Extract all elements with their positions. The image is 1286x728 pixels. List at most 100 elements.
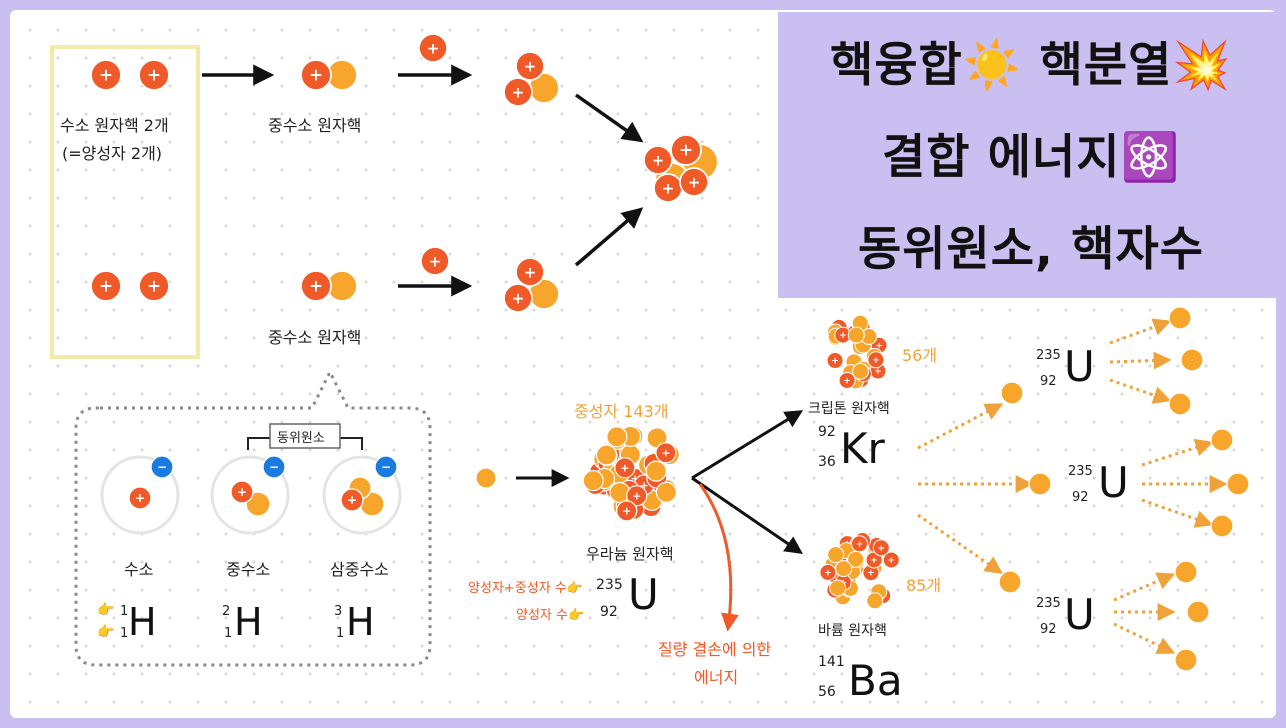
neutron <box>1187 601 1209 623</box>
plus-sign: + <box>874 367 882 377</box>
atomic-number-note: 양성자 수👉 <box>516 604 584 623</box>
plus-sign: + <box>867 569 875 579</box>
plus-sign: + <box>135 491 145 505</box>
neutron <box>1169 307 1191 329</box>
plus-sign: + <box>824 568 832 578</box>
tritium-atomic-number: 1 <box>336 626 344 641</box>
tritium-mass-number: 3 <box>334 604 342 619</box>
plus-sign: + <box>688 173 701 191</box>
neutron <box>646 461 666 481</box>
neutron <box>1175 649 1197 671</box>
isotope-group-label: 동위원소 <box>277 427 325 446</box>
title-line-3: 동위원소, 핵자수 <box>778 210 1284 279</box>
neutron <box>607 427 627 447</box>
neutron <box>1175 561 1197 583</box>
chain-u2-mass: 235 <box>1068 464 1093 479</box>
krypton-count-label: 56개 <box>902 342 937 366</box>
chain-u2-atomic: 92 <box>1072 490 1089 505</box>
mass-number-note: 양성자+중성자 수👉 <box>468 577 583 596</box>
plus-sign: + <box>856 540 864 550</box>
plus-sign: + <box>512 289 525 307</box>
neutron <box>999 571 1021 593</box>
plus-sign: + <box>872 356 880 366</box>
plus-sign: + <box>512 83 525 101</box>
plus-sign: + <box>622 505 631 518</box>
chain-u1-symbol: U <box>1064 346 1095 388</box>
plus-sign: + <box>877 544 885 554</box>
krypton-mass-number: 92 <box>818 424 836 440</box>
uranium-symbol: U <box>628 574 659 616</box>
plus-sign: + <box>99 277 113 297</box>
title-panel: 핵융합☀️ 핵분열💥 결합 에너지⚛️ 동위원소, 핵자수 <box>778 12 1284 298</box>
deuterium-label-bottom: 중수소 원자핵 <box>268 324 361 348</box>
plus-sign: + <box>661 447 670 460</box>
uranium-mass-number: 235 <box>596 577 623 593</box>
neutron <box>828 547 844 563</box>
plus-sign: + <box>427 39 440 57</box>
energy-arrow <box>700 484 731 628</box>
neutron <box>1029 473 1051 495</box>
minus-sign: − <box>381 460 391 474</box>
energy-note-2: 에너지 <box>694 664 738 688</box>
title-line-2: 결합 에너지⚛️ <box>778 118 1284 187</box>
plus-sign: + <box>620 462 629 475</box>
plus-sign: + <box>652 151 665 169</box>
hydrogen-symbol: H <box>128 603 157 641</box>
plus-sign: + <box>679 141 693 161</box>
chain-u2-symbol: U <box>1098 462 1129 504</box>
plus-sign: + <box>632 490 641 503</box>
neutron <box>1227 473 1249 495</box>
krypton-label: 크립톤 원자핵 <box>808 398 890 418</box>
isotope-name-tritium: 삼중수소 <box>330 556 389 580</box>
chain-u1-mass: 235 <box>1036 348 1061 363</box>
deuterium-symbol: H <box>234 603 263 641</box>
plus-sign: + <box>147 66 161 86</box>
isotope-name-deuterium: 중수소 <box>226 556 270 580</box>
plus-sign: + <box>147 277 161 297</box>
uranium-label: 우라늄 원자핵 <box>586 543 674 564</box>
plus-sign: + <box>524 263 537 281</box>
plus-sign: + <box>309 277 323 297</box>
hydrogen-nuclei-frame <box>52 47 198 357</box>
pointing-hand-icon: 👉 <box>97 602 114 618</box>
tritium-symbol: H <box>346 603 375 641</box>
neutron <box>1001 382 1023 404</box>
isotope-name-hydrogen: 수소 <box>124 556 153 580</box>
chain-u3-atomic: 92 <box>1040 622 1057 637</box>
barium-symbol: Ba <box>848 660 903 702</box>
title-line-1: 핵융합☀️ 핵분열💥 <box>778 26 1284 95</box>
fusion-arrows <box>202 75 640 286</box>
neutron <box>476 468 496 488</box>
chain-u1-atomic: 92 <box>1040 374 1057 389</box>
neutron <box>1211 515 1233 537</box>
plus-sign: + <box>237 485 247 499</box>
barium-atomic-number: 56 <box>818 684 836 700</box>
neutron <box>836 561 852 577</box>
krypton-atomic-number: 36 <box>818 454 836 470</box>
plus-sign: + <box>347 493 357 507</box>
plus-sign: + <box>839 331 847 341</box>
neutron <box>848 327 864 343</box>
plus-sign: + <box>888 556 896 566</box>
barium-mass-number: 141 <box>818 654 845 670</box>
neutron <box>1181 349 1203 371</box>
krypton-symbol: Kr <box>840 428 885 470</box>
plus-sign: + <box>831 357 839 367</box>
neutron <box>596 445 616 465</box>
chain-u3-mass: 235 <box>1036 596 1061 611</box>
uranium-atomic-number: 92 <box>600 604 618 620</box>
plus-sign: + <box>524 57 537 75</box>
hydrogen-nuclei-note: (=양성자 2개) <box>62 140 162 164</box>
neutron-count-label: 중성자 143개 <box>574 398 669 422</box>
hydrogen-nuclei-label: 수소 원자핵 2개 <box>60 112 169 136</box>
neutron <box>867 593 883 609</box>
plus-sign: + <box>662 179 675 197</box>
deuterium-mass-number: 2 <box>222 604 230 619</box>
neutron <box>830 580 846 596</box>
plus-sign: + <box>843 376 851 386</box>
energy-note-1: 질량 결손에 의한 <box>658 636 771 660</box>
plus-sign: + <box>870 556 878 566</box>
neutron <box>1211 429 1233 451</box>
neutron <box>656 482 676 502</box>
